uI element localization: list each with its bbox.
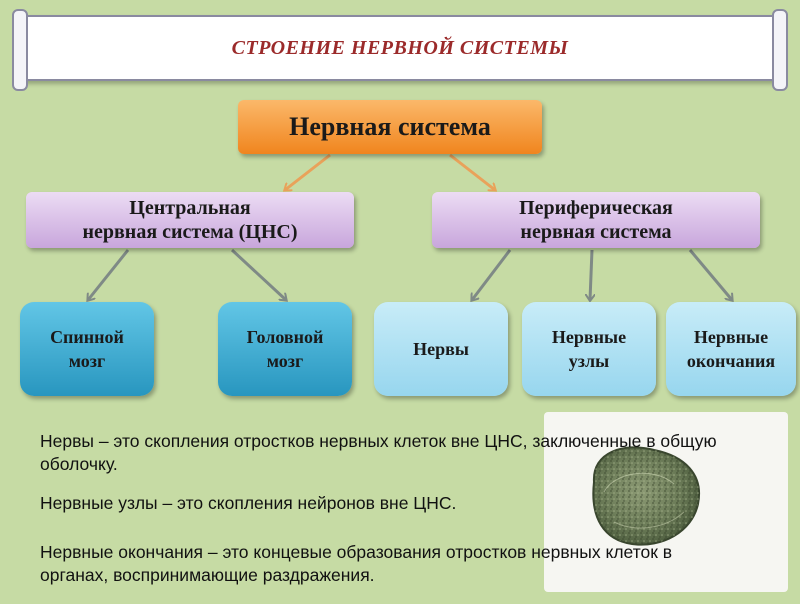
arrow-root-to-pns [449, 153, 495, 190]
pns-label-line2: нервная система [520, 221, 672, 243]
title-banner: СТРОЕНИЕ НЕРВНОЙ СИСТЕМЫ [12, 9, 788, 91]
arrow-pns-to-ganglia [590, 249, 592, 300]
arrow-pns-to-endings [688, 249, 732, 300]
arrow-cns-to-brain [230, 248, 286, 300]
node-central-nervous-system: Центральная нервная система (ЦНС) [26, 192, 354, 248]
arrow-pns-to-nerves [472, 249, 512, 300]
nerve-ganglion-micrograph [544, 412, 788, 592]
node-nerve-ganglia: Нервные узлы [522, 302, 656, 396]
pns-label-line1: Периферическая [519, 197, 673, 219]
scroll-curl-right [772, 9, 788, 91]
definition-nerve-ganglia: Нервные узлы – это скопления нейронов вн… [40, 493, 457, 513]
definition-nerves: Нервы – это скопления отростков нервных … [40, 431, 717, 474]
ganglia-label-line1: Нервные [551, 327, 627, 347]
ganglia-label-line2: узлы [568, 351, 610, 371]
node-brain: Головной мозг [218, 302, 352, 396]
page-title: СТРОЕНИЕ НЕРВНОЙ СИСТЕМЫ [231, 37, 569, 59]
definition-nerve-endings: Нервные окончания – это концевые образов… [40, 542, 673, 585]
arrow-cns-to-spinal [88, 249, 130, 300]
nerves-label: Нервы [413, 339, 469, 359]
node-nerve-endings: Нервные окончания [666, 302, 796, 396]
root-node-nervous-system: Нервная система [238, 100, 542, 154]
cns-label-line1: Центральная [129, 197, 251, 219]
node-peripheral-nervous-system: Периферическая нервная система [432, 192, 760, 248]
brain-label-line2: мозг [266, 351, 304, 371]
endings-label-line1: Нервные [693, 327, 769, 347]
scroll-curl-left [12, 9, 28, 91]
arrow-root-to-cns [285, 153, 331, 190]
micrograph-image [592, 446, 701, 546]
spinal-label-line2: мозг [68, 351, 106, 371]
node-spinal-cord: Спинной мозг [20, 302, 154, 396]
node-nerves: Нервы [374, 302, 508, 396]
cns-label-line2: нервная система (ЦНС) [82, 221, 298, 243]
spinal-label-line1: Спинной [50, 327, 124, 347]
brain-label-line1: Головной [246, 327, 324, 347]
endings-label-line2: окончания [686, 351, 776, 371]
